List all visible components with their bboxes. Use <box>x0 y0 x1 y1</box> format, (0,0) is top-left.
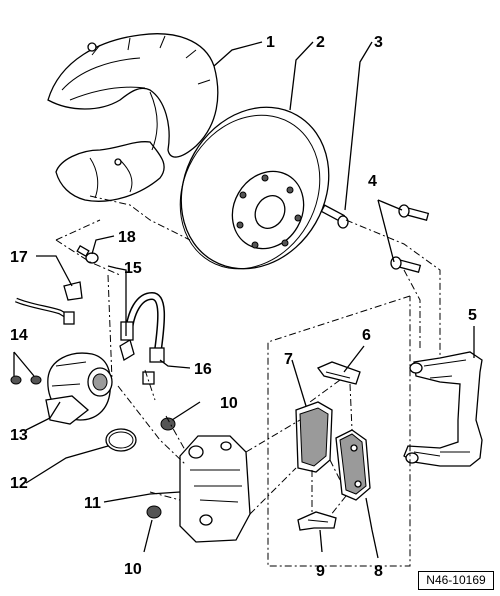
callout-18: 18 <box>118 229 136 246</box>
outer-brake-pad <box>335 429 371 501</box>
guide-bolts <box>390 204 430 274</box>
seal-ring <box>105 428 137 452</box>
callout-14: 14 <box>10 327 28 344</box>
callout-13: 13 <box>10 427 28 444</box>
leader-lines <box>13 41 475 559</box>
callout-15: 15 <box>124 260 142 277</box>
callout-8: 8 <box>374 563 383 580</box>
callout-17: 17 <box>10 249 28 266</box>
callout-12: 12 <box>10 475 28 492</box>
callout-9: 9 <box>316 563 325 580</box>
callout-2: 2 <box>316 34 325 51</box>
parking-brake-motor <box>45 352 113 425</box>
bracket-bolt <box>76 245 99 264</box>
callout-7: 7 <box>284 351 293 368</box>
inner-brake-pad <box>295 401 333 473</box>
assembly-lines <box>55 195 441 567</box>
brake-disc <box>179 106 330 270</box>
motor-bolts <box>10 375 42 385</box>
callout-labels: 1 2 3 4 5 6 7 8 9 10 10 11 12 13 14 15 1… <box>10 34 477 580</box>
callout-1: 1 <box>266 34 275 51</box>
callout-16: 16 <box>194 361 212 378</box>
figure-reference-code: N46-10169 <box>418 571 494 590</box>
disc-bolt <box>320 204 349 229</box>
callout-5: 5 <box>468 307 477 324</box>
brake-caliper <box>179 435 251 543</box>
callout-6: 6 <box>362 327 371 344</box>
anti-rattle-spring-lower <box>297 511 337 531</box>
callout-4: 4 <box>368 173 377 190</box>
callout-10-lower: 10 <box>124 561 142 578</box>
callout-10-upper: 10 <box>220 395 238 412</box>
callout-3: 3 <box>374 34 383 51</box>
anti-rattle-spring-upper <box>316 361 361 385</box>
brake-carrier <box>403 351 483 467</box>
wheel-bolt-holes <box>236 174 302 249</box>
brake-pipe-bracket <box>15 281 83 325</box>
retaining-clip <box>119 339 135 361</box>
splash-plate <box>47 33 219 202</box>
callout-11: 11 <box>84 495 101 512</box>
brake-hose <box>120 291 166 385</box>
caliper-bolts <box>146 417 176 519</box>
